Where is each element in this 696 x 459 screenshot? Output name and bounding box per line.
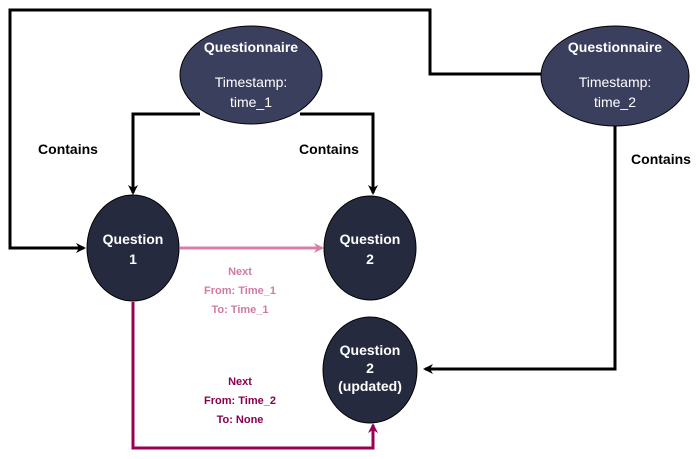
questionnaire-1-timestamp-label: Timestamp: xyxy=(215,74,288,90)
next-label-time-2: Next From: Time_2 To: None xyxy=(204,376,276,426)
questionnaire-node-1: Questionnaire Timestamp: time_1 xyxy=(179,25,323,125)
next-1-title: Next xyxy=(228,266,252,278)
question-1-label: Question xyxy=(103,231,164,247)
questionnaire-1-timestamp-value: time_1 xyxy=(230,94,272,110)
contains-label-right: Contains xyxy=(631,151,691,167)
question-2-updated-label: Question xyxy=(340,342,401,358)
question-2-number: 2 xyxy=(366,251,374,267)
edge-questionnaire1-contains-question2 xyxy=(300,112,378,195)
next-1-from: From: Time_1 xyxy=(204,285,276,297)
next-2-title: Next xyxy=(228,376,252,388)
contains-label-left: Contains xyxy=(38,141,98,157)
next-2-from: From: Time_2 xyxy=(204,395,276,407)
questionnaire-1-title: Questionnaire xyxy=(204,39,298,55)
question-node-1: Question 1 xyxy=(86,194,180,302)
questionnaire-node-2: Questionnaire Timestamp: time_2 xyxy=(540,25,690,127)
question-2-updated-number: 2 xyxy=(366,360,374,376)
edge-questionnaire1-contains-question1 xyxy=(128,112,200,195)
edge-questionnaire2-to-question1 xyxy=(8,8,541,253)
next-1-to: To: Time_1 xyxy=(211,304,268,316)
next-2-to: To: None xyxy=(217,414,264,426)
question-2-label: Question xyxy=(340,231,401,247)
questionnaire-2-timestamp-label: Timestamp: xyxy=(579,74,652,90)
questionnaire-2-timestamp-value: time_2 xyxy=(594,94,636,110)
contains-label-middle: Contains xyxy=(299,141,359,157)
question-node-2: Question 2 xyxy=(323,195,417,301)
question-node-2-updated: Question 2 (updated) xyxy=(322,316,418,424)
edge-next-question1-to-question2-updated xyxy=(131,302,378,450)
question-2-updated-suffix: (updated) xyxy=(338,378,402,394)
next-label-time-1: Next From: Time_1 To: Time_1 xyxy=(204,266,276,316)
question-1-number: 1 xyxy=(129,251,137,267)
edge-questionnaire2-contains-question2-updated xyxy=(423,124,617,374)
questionnaire-2-title: Questionnaire xyxy=(568,39,662,55)
